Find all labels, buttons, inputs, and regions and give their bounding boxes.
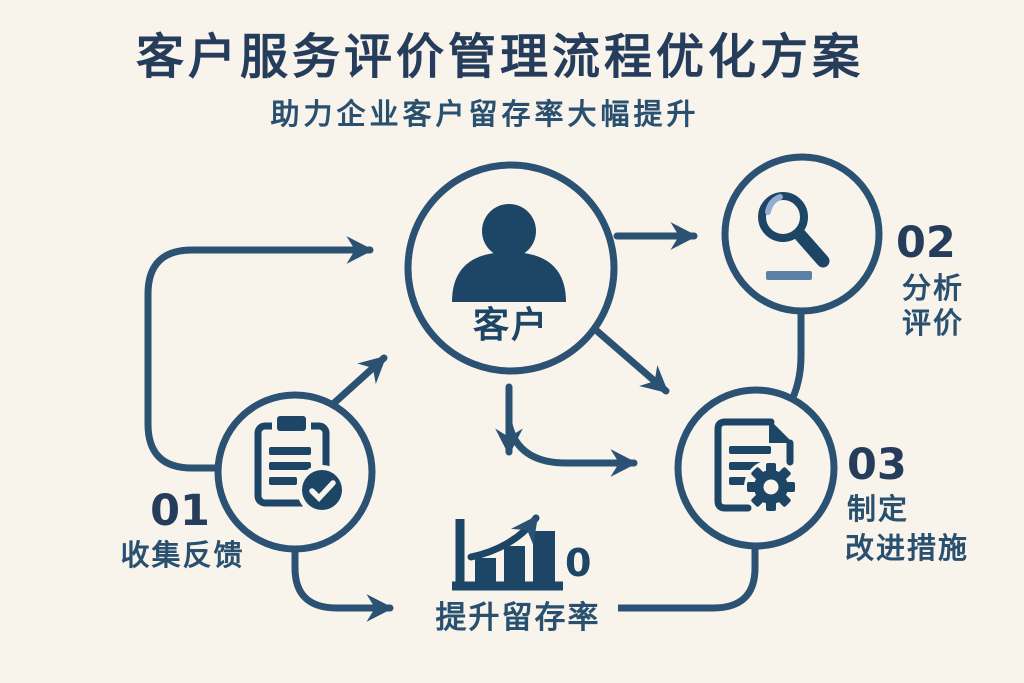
page-title: 客户服务评价管理流程优化方案 xyxy=(135,29,864,85)
connector-01-to-outcome xyxy=(291,546,394,622)
step-01-number: 01 xyxy=(150,486,210,536)
person-icon xyxy=(452,204,566,302)
page-subtitle: 助力企业客户留存率大幅提升 xyxy=(270,97,700,131)
clipboard-check-icon xyxy=(254,412,347,515)
step-02-label-line1: 分析 xyxy=(902,271,965,305)
outcome-label: 提升留存率 xyxy=(435,600,601,636)
document-gear-icon xyxy=(714,418,798,514)
loop-arrow xyxy=(144,236,374,472)
step-03-label-line1: 制定 xyxy=(847,492,910,526)
step-02-label-line2: 评价 xyxy=(902,306,965,340)
arrow-to-03-curved xyxy=(505,420,638,477)
customer-label: 客户 xyxy=(472,305,549,346)
step-01-label: 收集反馈 xyxy=(120,538,245,572)
connector-03-to-outcome xyxy=(618,547,759,612)
arrow-customer-to-03 xyxy=(593,327,670,395)
step-03-label-line2: 改进措施 xyxy=(845,531,970,565)
stray-zero-digit: 0 xyxy=(565,541,592,585)
magnifier-icon xyxy=(758,192,830,280)
bar-chart-growth-icon xyxy=(452,514,563,591)
customer-circle xyxy=(404,161,618,375)
step-01-circle xyxy=(214,391,376,553)
connector-02-03 xyxy=(790,309,805,399)
step-02-circle xyxy=(721,153,883,315)
step-03-circle xyxy=(674,386,838,550)
step-02-number: 02 xyxy=(896,218,956,268)
arrow-01-to-customer xyxy=(329,354,388,408)
step-03-number: 03 xyxy=(847,440,907,490)
